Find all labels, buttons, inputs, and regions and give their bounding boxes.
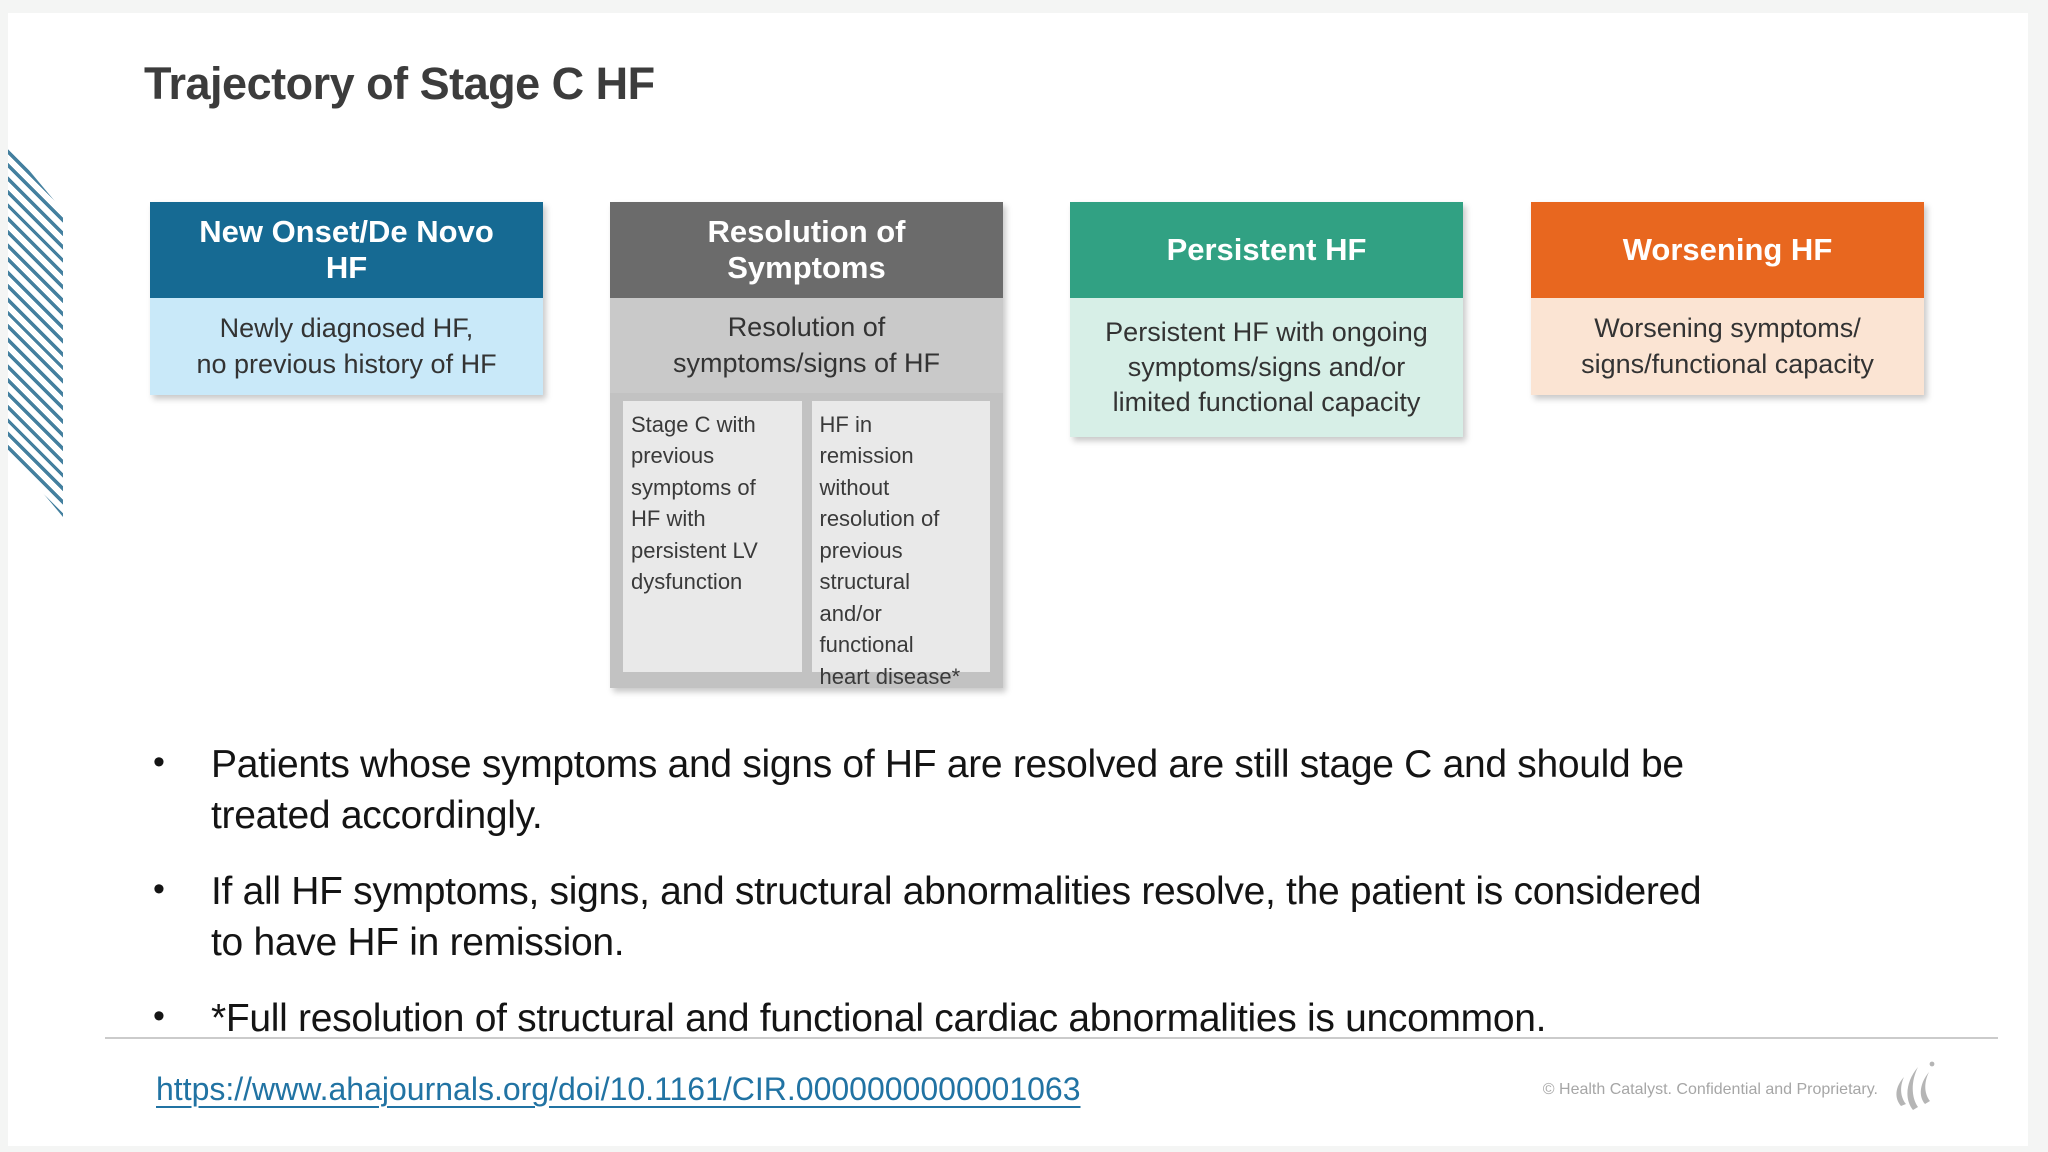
column-body: Worsening symptoms/ signs/functional cap… (1531, 298, 1924, 395)
column-body: Newly diagnosed HF, no previous history … (150, 298, 543, 395)
column-worsening: Worsening HF Worsening symptoms/ signs/f… (1531, 202, 1924, 395)
bullet-text: *Full resolution of structural and funct… (211, 996, 1547, 1040)
bullet-marker: • (153, 743, 165, 781)
footer-divider (105, 1037, 1998, 1039)
copyright-text: © Health Catalyst. Confidential and Prop… (1542, 1081, 1878, 1098)
slide: Trajectory of Stage C HF New Onset/De No… (8, 13, 2028, 1146)
bullet-item: • *Full resolution of structural and fun… (153, 993, 1903, 1044)
sub-box-container: Stage C with previous symptoms of HF wit… (610, 393, 1003, 689)
column-header: Worsening HF (1531, 202, 1924, 298)
health-catalyst-flame-logo (1896, 1061, 1935, 1110)
bullet-list: • Patients whose symptoms and signs of H… (153, 739, 1903, 1068)
bullet-text: If all HF symptoms, signs, and structura… (211, 869, 1702, 965)
column-resolution: Resolution of Symptoms Resolution of sym… (610, 202, 1003, 689)
sub-box-stage-c: Stage C with previous symptoms of HF wit… (623, 401, 802, 672)
bullet-item: • Patients whose symptoms and signs of H… (153, 739, 1903, 842)
bullet-marker: • (153, 996, 165, 1035)
column-persistent: Persistent HF Persistent HF with ongoing… (1070, 202, 1463, 437)
column-header: New Onset/De Novo HF (150, 202, 543, 298)
column-header: Persistent HF (1070, 202, 1463, 298)
column-header: Resolution of Symptoms (610, 202, 1003, 298)
sub-box-hf-remission: HF in remission without resolution of pr… (811, 401, 990, 689)
column-new-onset: New Onset/De Novo HF Newly diagnosed HF,… (150, 202, 543, 395)
source-link[interactable]: https://www.ahajournals.org/doi/10.1161/… (156, 1071, 1081, 1107)
bullet-text: Patients whose symptoms and signs of HF … (211, 743, 1684, 838)
column-body: Persistent HF with ongoing symptoms/sign… (1070, 298, 1463, 437)
slide-title: Trajectory of Stage C HF (144, 58, 655, 109)
column-body: Resolution of symptoms/signs of HF (610, 298, 1003, 393)
diagonal-stripes-decoration (8, 145, 63, 517)
bullet-marker: • (153, 869, 165, 908)
bullet-item: • If all HF symptoms, signs, and structu… (153, 866, 1903, 969)
